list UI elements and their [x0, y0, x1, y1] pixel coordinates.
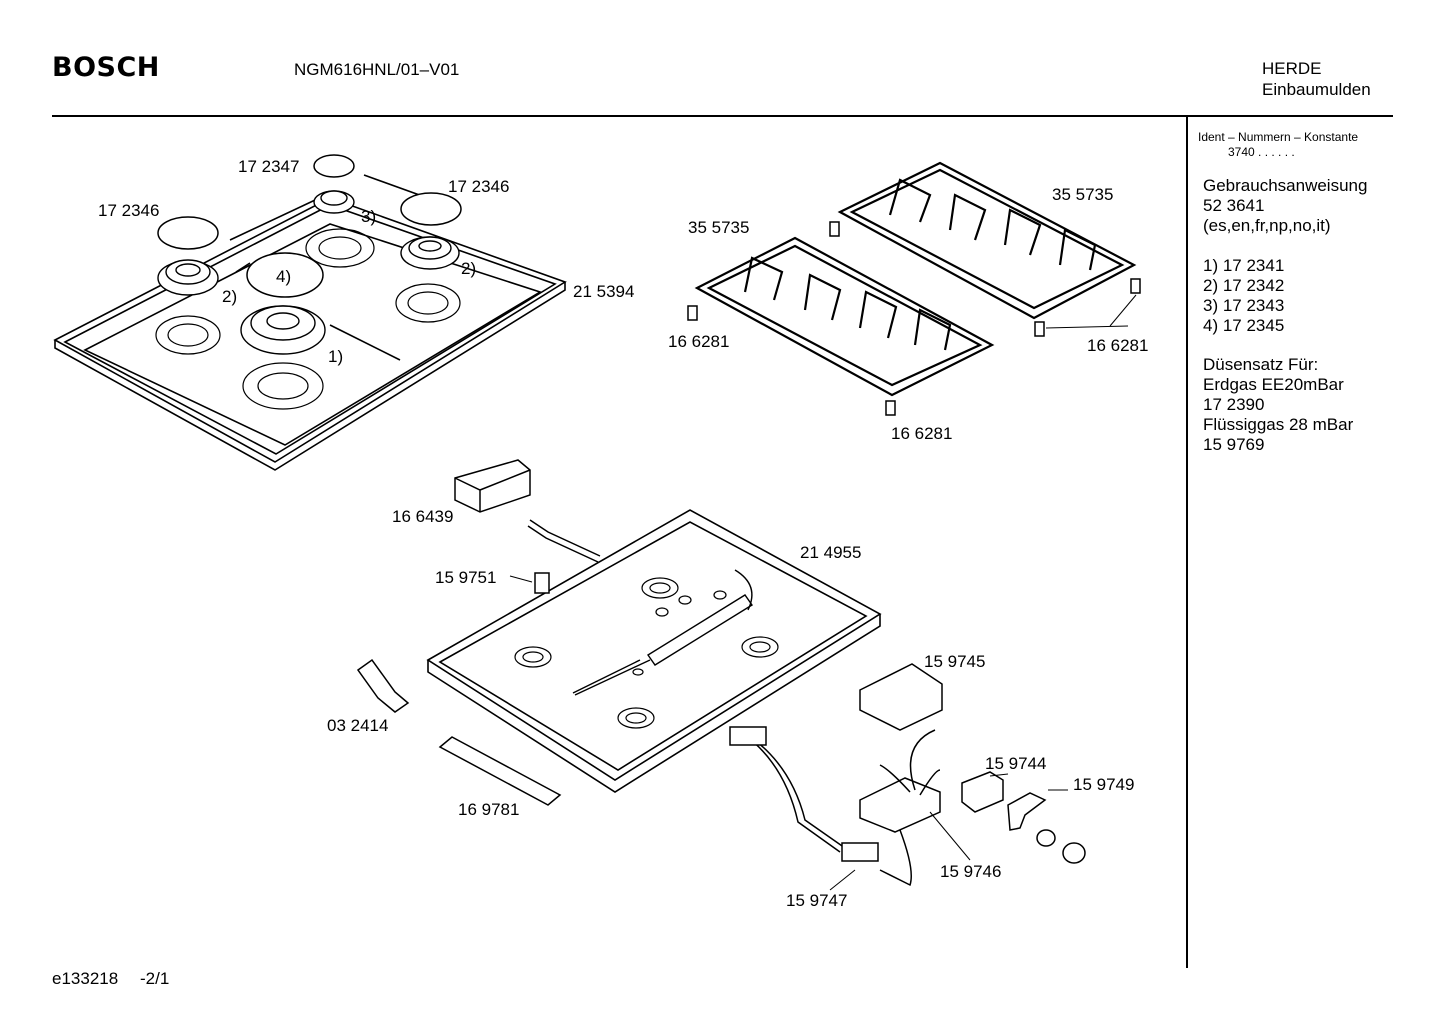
switch-bracket	[1007, 792, 1047, 831]
ident-value: 3740 . . . . . .	[1228, 145, 1295, 159]
gas-manifold	[572, 569, 753, 696]
ignition-module	[859, 777, 941, 833]
burner-list-item: 4) 17 2345	[1203, 316, 1285, 335]
burner-list-item: 1) 17 2341	[1203, 256, 1285, 275]
ignition-cover	[859, 663, 943, 731]
part-label: 16 9781	[458, 800, 520, 819]
tray-holes	[514, 577, 779, 729]
burner-marker: 2)	[461, 259, 477, 278]
rubber-feet	[687, 221, 1141, 416]
part-label: 15 9746	[940, 862, 1002, 881]
pan-support-left	[694, 236, 995, 397]
manual-number: 52 3641	[1203, 196, 1265, 215]
part-label: 16 6281	[668, 332, 730, 351]
ignition-wiring	[879, 729, 941, 887]
cable-box	[454, 459, 531, 513]
part-label: 15 9751	[435, 568, 497, 587]
part-label: 03 2414	[327, 716, 389, 735]
burner-marker: 1)	[328, 347, 344, 366]
model-number: NGM616HNL/01–V01	[294, 60, 460, 79]
brand-logo: BOSCH	[52, 52, 160, 83]
burner-marker: 3)	[361, 207, 377, 226]
burner-cap-1	[157, 154, 462, 298]
bottom-tray	[426, 509, 882, 793]
burner-marker: 4)	[276, 267, 292, 286]
part-label: 15 9745	[924, 652, 986, 671]
part-label: 17 2347	[238, 157, 300, 176]
manual-languages: (es,en,fr,np,no,it)	[1203, 216, 1331, 235]
ident-title: Ident – Nummern – Konstante	[1198, 130, 1359, 144]
part-label: 17 2346	[98, 201, 160, 220]
bracket	[356, 658, 410, 713]
part-label: 17 2346	[448, 177, 510, 196]
document-id: e133218	[52, 969, 119, 988]
strain-relief	[534, 572, 550, 594]
part-label: 15 9749	[1073, 775, 1135, 794]
seal-strip	[438, 736, 562, 806]
burner-marker: 2)	[222, 287, 238, 306]
thermocouple-lines	[729, 726, 879, 862]
part-label: 21 4955	[800, 543, 862, 562]
part-label: 35 5735	[1052, 185, 1114, 204]
page-number: -2/1	[140, 969, 170, 988]
gas-natural-number: 17 2390	[1203, 395, 1265, 414]
nozzle-title: Düsensatz Für:	[1203, 355, 1319, 374]
manual-title: Gebrauchsanweisung	[1203, 176, 1368, 195]
part-label: 21 5394	[573, 282, 635, 301]
part-label: 15 9744	[985, 754, 1047, 773]
pan-support-right	[837, 161, 1137, 320]
burner-heads	[157, 190, 460, 355]
switch	[961, 771, 1004, 813]
part-label: 16 6439	[392, 507, 454, 526]
part-label: 16 6281	[1087, 336, 1149, 355]
part-label: 35 5735	[688, 218, 750, 237]
gas-lpg-number: 15 9769	[1203, 435, 1265, 454]
leader-lines	[829, 773, 1068, 891]
category-sub: Einbaumulden	[1262, 80, 1371, 99]
category-main: HERDE	[1262, 59, 1322, 78]
knob	[1036, 829, 1086, 864]
burner-list-item: 3) 17 2343	[1203, 296, 1285, 315]
burner-list-item: 2) 17 2342	[1203, 276, 1285, 295]
cable	[527, 519, 601, 563]
part-label: 15 9747	[786, 891, 848, 910]
part-label: 16 6281	[891, 424, 953, 443]
gas-natural: Erdgas EE20mBar	[1203, 375, 1344, 394]
gas-lpg: Flüssiggas 28 mBar	[1203, 415, 1354, 434]
burner-holes	[155, 228, 461, 410]
